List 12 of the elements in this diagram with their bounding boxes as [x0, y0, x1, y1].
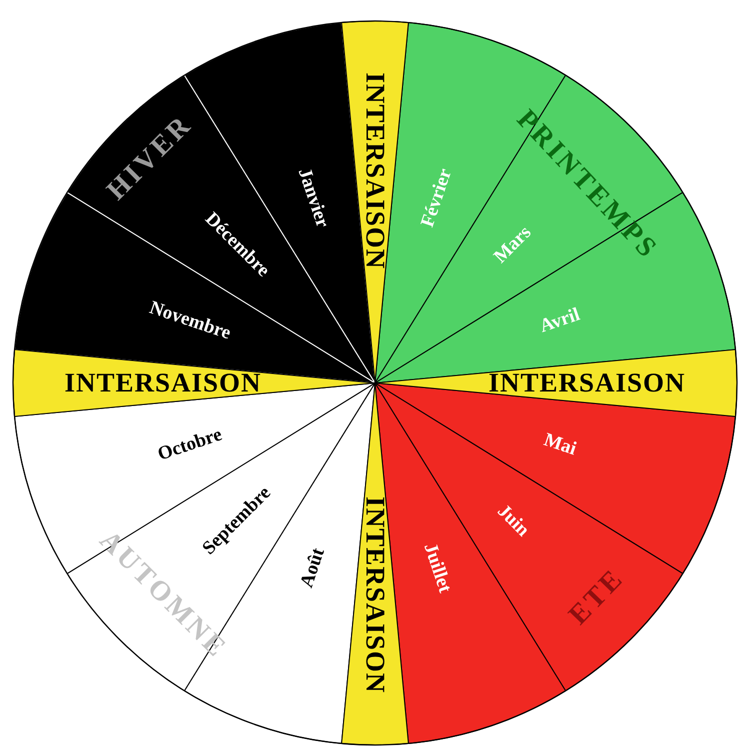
- band-label: INTERSAISON: [362, 72, 388, 270]
- month-label: Avril: [537, 305, 582, 337]
- month-label: Juillet: [419, 540, 454, 596]
- month-label: Février: [418, 166, 456, 230]
- month-label: Janvier: [294, 166, 332, 230]
- month-label: Août: [297, 546, 329, 590]
- month-label: Mai: [541, 430, 579, 460]
- band-label: INTERSAISON: [64, 370, 262, 396]
- band-label: INTERSAISON: [488, 370, 686, 396]
- month-label: Juin: [493, 501, 533, 541]
- month-label: Octobre: [156, 424, 225, 465]
- band-label: INTERSAISON: [362, 496, 388, 694]
